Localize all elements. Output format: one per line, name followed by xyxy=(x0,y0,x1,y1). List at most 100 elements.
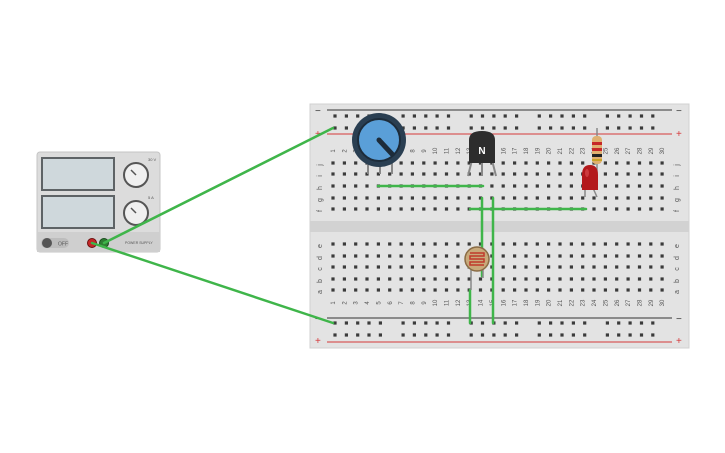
hole-c21[interactable] xyxy=(558,265,562,269)
hole-j29[interactable] xyxy=(649,161,653,165)
hole-i9[interactable] xyxy=(422,172,426,176)
hole-g29[interactable] xyxy=(649,196,653,200)
hole-j9[interactable] xyxy=(422,161,426,165)
hole-e5[interactable] xyxy=(376,242,380,246)
rail-hole-top-negative[interactable] xyxy=(401,114,405,118)
hole-e19[interactable] xyxy=(535,242,539,246)
rail-hole-top-negative[interactable] xyxy=(492,114,496,118)
rail-hole-bottom-positive[interactable] xyxy=(378,333,382,337)
hole-d25[interactable] xyxy=(603,254,607,258)
rail-hole-top-negative[interactable] xyxy=(571,114,575,118)
rail-hole-top-negative[interactable] xyxy=(412,114,416,118)
hole-g25[interactable] xyxy=(603,196,607,200)
hole-g11[interactable] xyxy=(444,196,449,200)
hole-d10[interactable] xyxy=(433,254,437,258)
hole-b23[interactable] xyxy=(581,277,585,281)
hole-a24[interactable] xyxy=(592,288,596,292)
rail-hole-top-positive[interactable] xyxy=(549,126,553,130)
rail-hole-bottom-negative[interactable] xyxy=(367,321,371,325)
hole-b5[interactable] xyxy=(376,277,380,281)
rail-hole-top-negative[interactable] xyxy=(446,114,451,118)
rail-hole-bottom-negative[interactable] xyxy=(639,321,644,325)
hole-g30[interactable] xyxy=(660,196,664,200)
hole-j30[interactable] xyxy=(660,161,664,165)
hole-c5[interactable] xyxy=(376,265,380,269)
hole-f25[interactable] xyxy=(603,207,607,211)
hole-d7[interactable] xyxy=(399,254,403,258)
rail-hole-top-negative[interactable] xyxy=(344,114,348,118)
hole-g14[interactable] xyxy=(478,196,483,200)
rail-hole-bottom-positive[interactable] xyxy=(401,333,405,337)
hole-f29[interactable] xyxy=(649,207,653,211)
hole-g22[interactable] xyxy=(569,196,573,200)
hole-i1[interactable] xyxy=(331,172,335,176)
rail-hole-top-negative[interactable] xyxy=(356,114,360,118)
hole-e1[interactable] xyxy=(331,242,335,246)
hole-i12[interactable] xyxy=(456,172,460,176)
rail-hole-top-positive[interactable] xyxy=(469,126,473,130)
hole-a21[interactable] xyxy=(558,288,562,292)
hole-d19[interactable] xyxy=(535,254,539,258)
rail-hole-bottom-positive[interactable] xyxy=(617,333,621,337)
hole-h2[interactable] xyxy=(342,184,346,188)
hole-f3[interactable] xyxy=(354,207,358,211)
rail-hole-top-positive[interactable] xyxy=(412,126,416,130)
rail-hole-bottom-negative[interactable] xyxy=(401,321,405,325)
hole-j16[interactable] xyxy=(501,161,505,165)
hole-b11[interactable] xyxy=(444,277,449,281)
hole-a16[interactable] xyxy=(501,288,505,292)
hole-h3[interactable] xyxy=(354,184,358,188)
hole-b12[interactable] xyxy=(456,277,460,281)
hole-a8[interactable] xyxy=(410,288,414,292)
hole-j2[interactable] xyxy=(342,161,346,165)
hole-h21[interactable] xyxy=(558,184,562,188)
hole-i25[interactable] xyxy=(603,172,607,176)
hole-j11[interactable] xyxy=(444,161,449,165)
hole-g24[interactable] xyxy=(592,196,596,200)
hole-e9[interactable] xyxy=(422,242,426,246)
hole-j25[interactable] xyxy=(603,161,607,165)
hole-g17[interactable] xyxy=(513,196,517,200)
hole-a4[interactable] xyxy=(365,288,369,292)
hole-d20[interactable] xyxy=(547,254,551,258)
hole-c24[interactable] xyxy=(592,265,596,269)
hole-b24[interactable] xyxy=(592,277,596,281)
rail-hole-bottom-positive[interactable] xyxy=(571,333,575,337)
hole-a22[interactable] xyxy=(569,288,573,292)
hole-g3[interactable] xyxy=(354,196,358,200)
hole-c2[interactable] xyxy=(342,265,346,269)
hole-a2[interactable] xyxy=(342,288,346,292)
hole-c25[interactable] xyxy=(603,265,607,269)
hole-e6[interactable] xyxy=(388,242,392,246)
hole-i30[interactable] xyxy=(660,172,664,176)
hole-i27[interactable] xyxy=(626,172,630,176)
hole-i7[interactable] xyxy=(399,172,403,176)
power-supply[interactable]: 30 V 5 A OFF POWER SUPPLY xyxy=(36,151,161,253)
hole-b30[interactable] xyxy=(660,277,664,281)
rail-hole-bottom-positive[interactable] xyxy=(424,333,428,337)
hole-e2[interactable] xyxy=(342,242,346,246)
rail-hole-top-positive[interactable] xyxy=(480,126,485,130)
hole-c19[interactable] xyxy=(535,265,539,269)
rail-hole-bottom-positive[interactable] xyxy=(446,333,451,337)
hole-f26[interactable] xyxy=(615,207,619,211)
hole-j27[interactable] xyxy=(626,161,630,165)
hole-h29[interactable] xyxy=(649,184,653,188)
hole-b21[interactable] xyxy=(558,277,562,281)
hole-c9[interactable] xyxy=(422,265,426,269)
hole-a3[interactable] xyxy=(354,288,358,292)
hole-d26[interactable] xyxy=(615,254,619,258)
hole-a17[interactable] xyxy=(513,288,517,292)
hole-d30[interactable] xyxy=(660,254,664,258)
hole-g8[interactable] xyxy=(410,196,414,200)
hole-h22[interactable] xyxy=(569,184,573,188)
hole-g13[interactable] xyxy=(467,196,471,200)
hole-d27[interactable] xyxy=(626,254,630,258)
rail-hole-top-positive[interactable] xyxy=(537,126,541,130)
rail-hole-top-negative[interactable] xyxy=(583,114,587,118)
hole-d22[interactable] xyxy=(569,254,573,258)
rail-hole-bottom-negative[interactable] xyxy=(344,321,348,325)
hole-a11[interactable] xyxy=(444,288,449,292)
hole-h20[interactable] xyxy=(547,184,551,188)
hole-g4[interactable] xyxy=(365,196,369,200)
